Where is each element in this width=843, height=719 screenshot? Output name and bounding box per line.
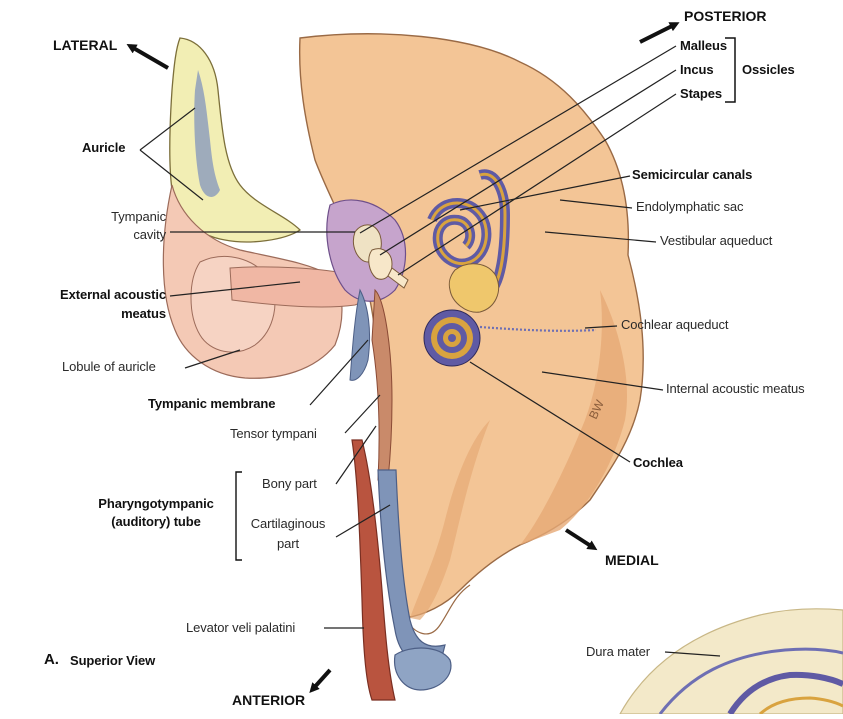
label-endolymphatic-sac: Endolymphatic sac: [636, 199, 743, 214]
view-letter: A.: [44, 651, 59, 668]
label-stapes: Stapes: [680, 86, 722, 101]
label-external-acoustic-meatus-1: External acoustic: [4, 287, 166, 302]
cochlea: [424, 310, 480, 366]
direction-medial: MEDIAL: [605, 552, 659, 568]
label-cochlear-aqueduct: Cochlear aqueduct: [621, 317, 728, 332]
label-dura-mater: Dura mater: [586, 644, 650, 659]
label-internal-acoustic-meatus: Internal acoustic meatus: [666, 381, 805, 396]
auricle-cartilage: [170, 38, 300, 242]
label-incus: Incus: [680, 62, 713, 77]
label-tympanic-cavity-1: Tympanic: [80, 209, 166, 224]
view-name: Superior View: [70, 653, 155, 668]
label-levator-veli-palatini: Levator veli palatini: [186, 620, 295, 635]
label-lobule-of-auricle: Lobule of auricle: [62, 359, 156, 374]
label-tympanic-cavity-2: cavity: [80, 227, 166, 242]
label-semicircular-canals: Semicircular canals: [632, 167, 752, 182]
direction-anterior: ANTERIOR: [232, 692, 305, 708]
label-tympanic-membrane: Tympanic membrane: [148, 396, 275, 411]
label-bony-part: Bony part: [262, 476, 317, 491]
direction-posterior: POSTERIOR: [684, 8, 766, 24]
label-pharyngotympanic-2: (auditory) tube: [82, 514, 230, 529]
label-ossicles: Ossicles: [742, 62, 795, 77]
label-cartilaginous-part-2: part: [238, 536, 338, 551]
direction-lateral: LATERAL: [53, 37, 117, 53]
medial-arrow: [566, 530, 594, 548]
tube-opening: [395, 648, 451, 690]
posterior-arrow: [640, 24, 676, 42]
label-external-acoustic-meatus-2: meatus: [4, 306, 166, 321]
lateral-arrow: [130, 46, 168, 68]
label-auricle: Auricle: [82, 140, 125, 155]
label-pharyngotympanic-1: Pharyngotympanic: [82, 496, 230, 511]
label-cartilaginous-part-1: Cartilaginous: [238, 516, 338, 531]
label-tensor-tympani: Tensor tympani: [230, 426, 317, 441]
label-vestibular-aqueduct: Vestibular aqueduct: [660, 233, 772, 248]
label-malleus: Malleus: [680, 38, 727, 53]
anterior-arrow: [312, 670, 330, 690]
label-cochlea: Cochlea: [633, 455, 683, 470]
